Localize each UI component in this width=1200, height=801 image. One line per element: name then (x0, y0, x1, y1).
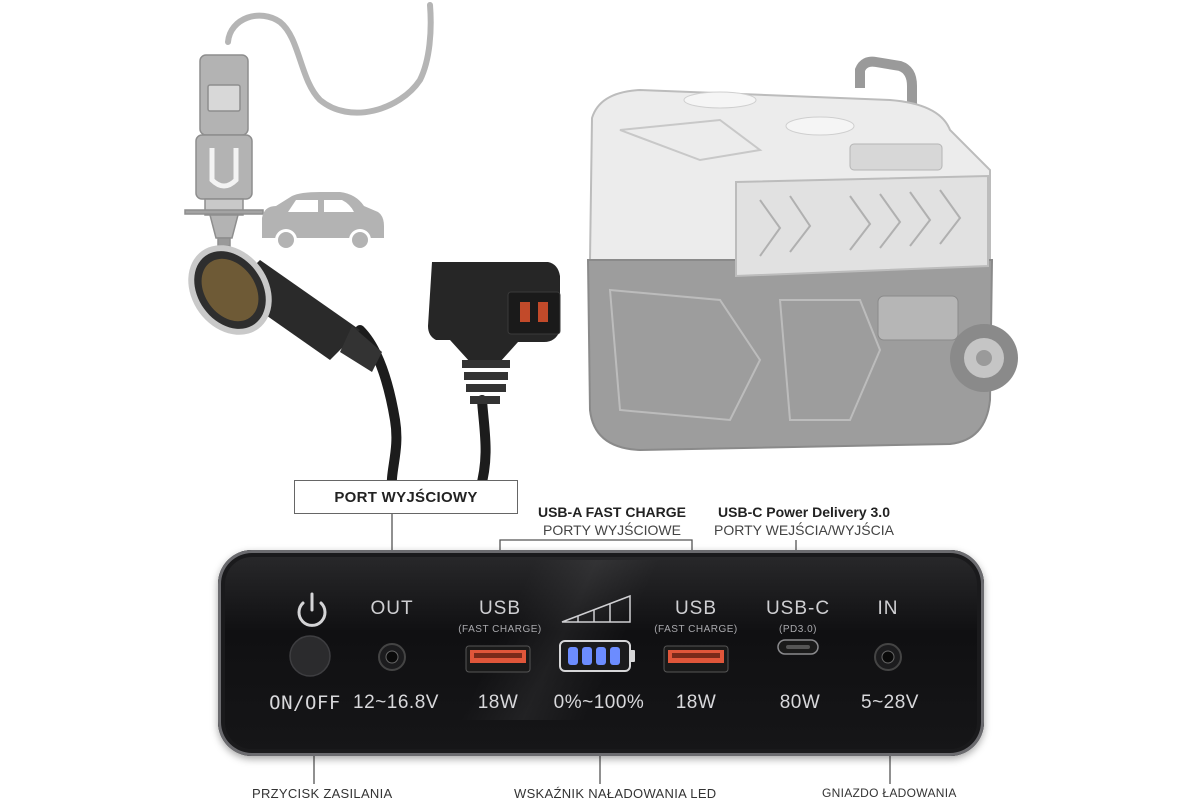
usb-label-2: USB (674, 598, 718, 619)
power-button[interactable] (289, 635, 331, 677)
onoff-value: ON/OFF (269, 692, 341, 714)
out-voltage-value: 12~16.8V (353, 692, 439, 713)
usb1-power-value: 18W (477, 692, 519, 713)
car-plug (184, 54, 264, 247)
led-indicator-caption: WSKAŹNIK NAŁADOWANIA LED (514, 786, 717, 801)
output-port-callout: PORT WYJŚCIOWY (294, 480, 518, 514)
usb2-power-value: 18W (675, 692, 717, 713)
plug-cable (225, 2, 434, 116)
fridge-connector (428, 262, 561, 495)
usb-a-callout-title: USB-A FAST CHARGE (537, 504, 687, 520)
power-bank-panel (218, 550, 984, 756)
usb-c-callout-title: USB-C Power Delivery 3.0 (718, 504, 890, 520)
power-button-caption: PRZYCISK ZASILANIA (252, 786, 393, 801)
usb-fast-charge-2: (FAST CHARGE) (654, 624, 738, 635)
usb-label-1: USB (478, 598, 522, 619)
usb-a-callout-sub: PORTY WYJŚCIOWE (543, 522, 681, 538)
in-label: IN (877, 598, 899, 619)
car-icon (262, 192, 384, 251)
usb-c-power-value: 80W (779, 692, 821, 713)
battery-range-value: 0%~100% (553, 692, 645, 713)
car-fridge (586, 56, 1018, 452)
usb-c-callout-sub: PORTY WEJŚCIA/WYJŚCIA (714, 522, 894, 538)
charging-socket-caption: GNIAZDO ŁADOWANIA (822, 786, 957, 800)
cigarette-socket (188, 245, 402, 495)
out-label: OUT (370, 598, 414, 619)
usb-fast-charge-1: (FAST CHARGE) (458, 624, 542, 635)
usb-c-label: USB-C (765, 598, 831, 619)
usb-c-pd-label: (PD3.0) (779, 624, 817, 635)
in-voltage-value: 5~28V (861, 692, 919, 713)
